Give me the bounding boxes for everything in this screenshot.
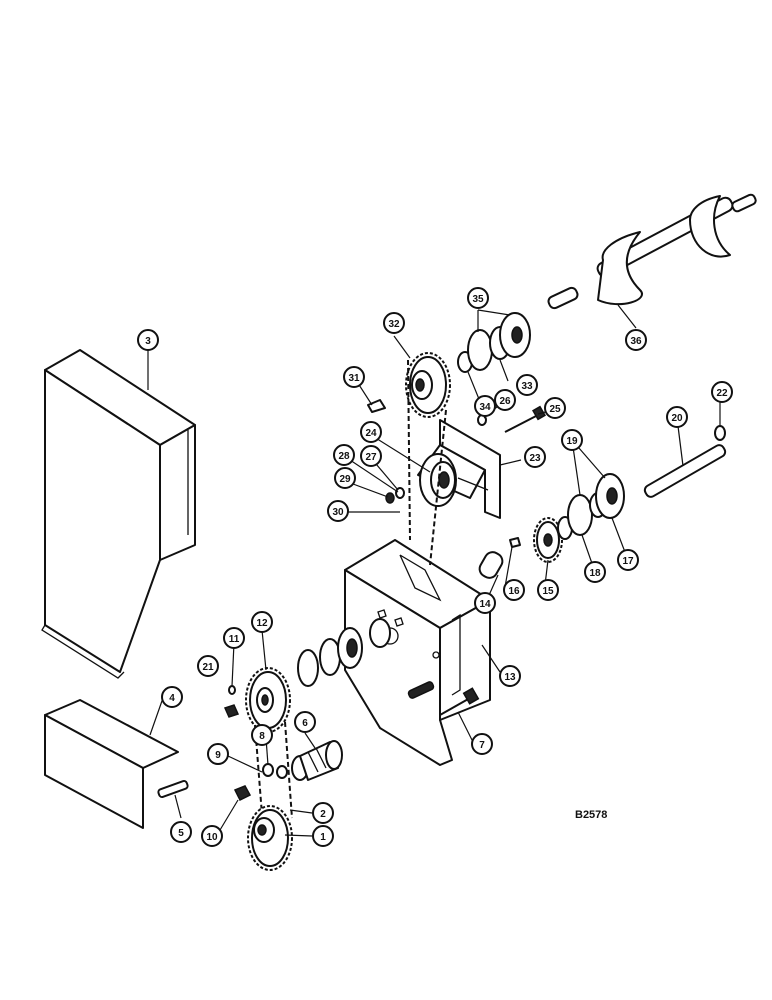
auger — [547, 193, 757, 310]
svg-text:21: 21 — [202, 662, 214, 673]
svg-text:19: 19 — [566, 436, 578, 447]
svg-text:12: 12 — [256, 618, 268, 629]
callout-2: 2 — [312, 802, 334, 824]
callout-9: 9 — [207, 743, 229, 765]
lower-chain — [254, 721, 293, 819]
callout-10: 10 — [201, 825, 223, 847]
callout-21: 21 — [197, 655, 219, 677]
small-hardware — [223, 685, 288, 802]
svg-text:30: 30 — [332, 507, 344, 518]
svg-text:25: 25 — [549, 404, 561, 415]
drive-sprocket — [245, 667, 291, 733]
svg-text:26: 26 — [499, 396, 511, 407]
callout-32: 32 — [383, 312, 405, 334]
callout-23: 23 — [524, 446, 546, 468]
svg-text:13: 13 — [504, 672, 516, 683]
svg-text:14: 14 — [479, 599, 491, 610]
callout-29: 29 — [334, 467, 356, 489]
callout-27: 27 — [360, 445, 382, 467]
svg-text:11: 11 — [229, 634, 240, 645]
callout-34: 34 — [474, 395, 496, 417]
svg-text:9: 9 — [215, 750, 221, 761]
svg-text:18: 18 — [589, 568, 601, 579]
bushing-14 — [478, 551, 504, 579]
callout-8: 8 — [251, 724, 273, 746]
svg-text:35: 35 — [472, 294, 484, 305]
gearbox-housing — [344, 539, 491, 766]
callout-6: 6 — [294, 711, 316, 733]
callout-18: 18 — [584, 561, 606, 583]
svg-text:32: 32 — [388, 319, 400, 330]
callout-33: 33 — [516, 374, 538, 396]
callout-16: 16 — [503, 579, 525, 601]
callout-30: 30 — [327, 500, 349, 522]
svg-text:10: 10 — [206, 832, 218, 843]
callout-5: 5 — [170, 821, 192, 843]
figure-code: B2578 — [575, 809, 607, 821]
upper-sprocket — [405, 352, 451, 418]
cover-panel — [41, 349, 196, 679]
svg-text:29: 29 — [339, 474, 351, 485]
callout-14: 14 — [474, 592, 496, 614]
right-sprocket-assembly — [533, 473, 625, 563]
callout-22: 22 — [711, 381, 733, 403]
svg-text:1: 1 — [320, 832, 326, 843]
svg-text:17: 17 — [622, 556, 634, 567]
svg-text:15: 15 — [542, 586, 554, 597]
callout-15: 15 — [537, 579, 559, 601]
callout-13: 13 — [499, 665, 521, 687]
svg-text:24: 24 — [365, 428, 377, 439]
svg-text:22: 22 — [716, 388, 728, 399]
bolt-7 — [439, 687, 480, 716]
callout-31: 31 — [343, 366, 365, 388]
svg-text:4: 4 — [169, 693, 175, 704]
svg-text:23: 23 — [529, 453, 541, 464]
svg-text:20: 20 — [671, 413, 683, 424]
callout-24: 24 — [360, 421, 382, 443]
callout-25: 25 — [544, 397, 566, 419]
svg-text:3: 3 — [145, 336, 151, 347]
housing-bearing — [297, 618, 391, 687]
upper-chain — [407, 359, 447, 566]
callout-4: 4 — [161, 686, 183, 708]
small-cover-plate — [44, 699, 179, 829]
svg-text:6: 6 — [302, 718, 308, 729]
callout-35: 35 — [467, 287, 489, 309]
svg-text:2: 2 — [320, 809, 326, 820]
callout-36: 36 — [625, 329, 647, 351]
callout-11: 11 — [223, 627, 245, 649]
callout-12: 12 — [251, 611, 273, 633]
idler-sprocket — [419, 453, 457, 507]
upper-bearing-assembly — [457, 312, 531, 373]
callout-17: 17 — [617, 549, 639, 571]
svg-text:31: 31 — [348, 373, 360, 384]
callout-26: 26 — [494, 389, 516, 411]
svg-text:8: 8 — [259, 731, 265, 742]
svg-text:16: 16 — [508, 586, 520, 597]
svg-text:36: 36 — [630, 336, 642, 347]
callout-28: 28 — [333, 444, 355, 466]
svg-text:34: 34 — [479, 402, 491, 413]
svg-text:28: 28 — [338, 451, 350, 462]
roller-6 — [291, 740, 343, 781]
callout-7: 7 — [471, 733, 493, 755]
svg-text:5: 5 — [178, 828, 184, 839]
callout-20: 20 — [666, 406, 688, 428]
lower-sprocket — [247, 805, 293, 871]
callout-1: 1 — [312, 825, 334, 847]
svg-text:7: 7 — [479, 740, 485, 751]
svg-text:27: 27 — [365, 452, 377, 463]
svg-text:33: 33 — [521, 381, 533, 392]
shaft-20 — [643, 444, 727, 498]
callout-19: 19 — [561, 429, 583, 451]
pin-5 — [157, 779, 189, 799]
ring-22 — [714, 425, 726, 441]
callout-3: 3 — [137, 329, 159, 351]
